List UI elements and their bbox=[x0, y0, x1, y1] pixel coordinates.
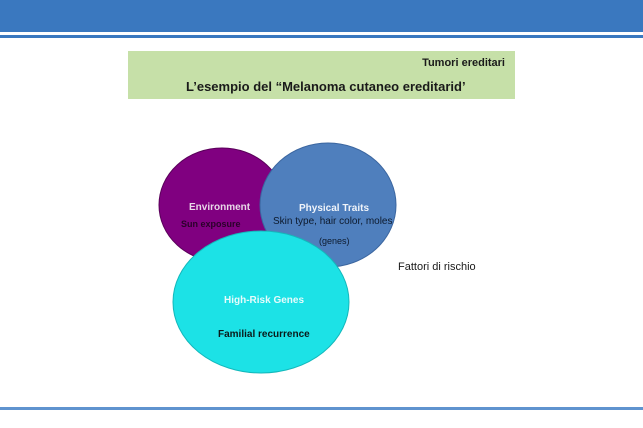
top-bar bbox=[0, 0, 643, 32]
environment-detail: Sun exposure bbox=[181, 219, 241, 229]
bottom-divider bbox=[0, 407, 643, 410]
physical-traits-title: Physical Traits bbox=[299, 203, 370, 214]
slide-subtitle: Tumori ereditari bbox=[422, 57, 505, 69]
slide-title: L’esempio del “Melanoma cutaneo ereditar… bbox=[186, 79, 466, 94]
high-risk-genes-title: High-Risk Genes bbox=[224, 295, 305, 306]
title-box: Tumori ereditari L’esempio del “Melanoma… bbox=[128, 51, 515, 99]
high-risk-genes-detail: Familial recurrence bbox=[218, 329, 310, 340]
risk-factors-caption: Fattori di rischio bbox=[398, 261, 476, 273]
physical-traits-note: (genes) bbox=[319, 236, 350, 246]
physical-traits-detail: Skin type, hair color, moles bbox=[273, 216, 393, 227]
environment-title: Environment bbox=[189, 202, 251, 213]
top-divider bbox=[0, 35, 643, 38]
high-risk-genes-circle bbox=[172, 230, 350, 374]
